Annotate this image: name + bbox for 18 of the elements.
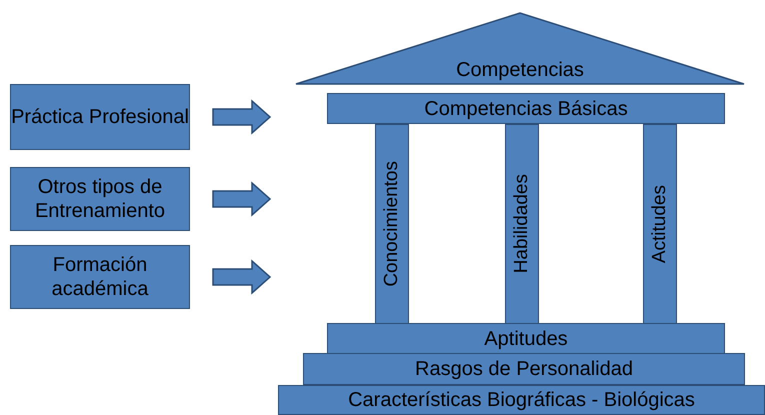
source-box: Práctica Profesional xyxy=(10,84,190,150)
pillar xyxy=(505,124,539,324)
source-box: Formación académica xyxy=(10,245,190,309)
base-step: Características Biográficas - Biológicas xyxy=(278,385,765,415)
block-arrow xyxy=(212,181,272,217)
pillar-label: Conocimientos xyxy=(380,161,403,287)
roof-triangle xyxy=(295,12,745,85)
roof-label: Competencias xyxy=(456,58,584,83)
source-box: Otros tipos de Entrenamiento xyxy=(10,167,190,231)
beam-bar: Competencias Básicas xyxy=(327,93,725,124)
pillar-label: Habilidades xyxy=(510,174,533,274)
block-arrow xyxy=(212,99,272,135)
base-step: Rasgos de Personalidad xyxy=(303,353,745,385)
block-arrow xyxy=(212,259,272,295)
pillar xyxy=(375,124,409,324)
pillar xyxy=(643,124,677,324)
pillar-label: Actitudes xyxy=(648,184,671,264)
base-step: Aptitudes xyxy=(327,323,725,354)
